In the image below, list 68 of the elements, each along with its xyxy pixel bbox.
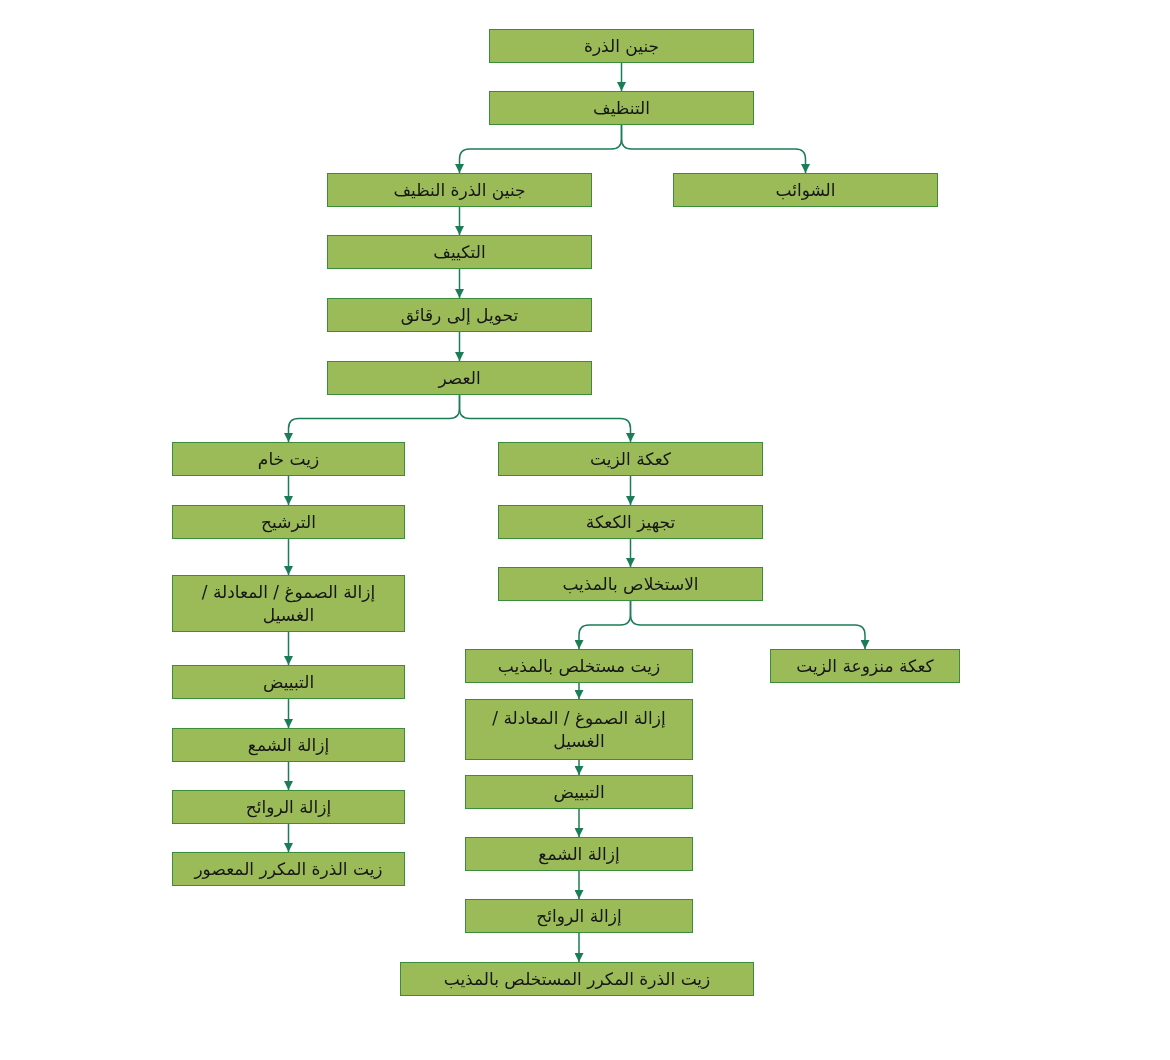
process-box [327, 235, 592, 269]
process-box [465, 699, 693, 760]
step-text: إزالة الصموغ / المعادلة / الغسيل [491, 706, 667, 753]
arrow [284, 538, 293, 576]
process-box [172, 728, 405, 762]
arrow [455, 331, 464, 362]
arrow [284, 823, 293, 853]
arrow [284, 475, 293, 506]
step-text: زيت خام [257, 447, 320, 471]
step-text: تحويل إلى رقائق [400, 303, 519, 327]
step-text: تجهيز الكعكة [585, 510, 676, 534]
process-box [465, 775, 693, 809]
arrow [617, 62, 626, 92]
process-box [465, 837, 693, 871]
step-text: كعكة الزيت [590, 447, 671, 471]
step-text: جنين الذرة النظيف [393, 178, 526, 202]
step-text: زيت الذرة المكرر المعصور [194, 857, 383, 881]
process-box [673, 173, 938, 207]
process-box [172, 790, 405, 824]
process-box [172, 505, 405, 539]
step-text: التبييض [553, 780, 605, 804]
step-text: إزالة الروائح [245, 795, 332, 819]
step-text: التنظيف [593, 96, 650, 120]
arrow [455, 268, 464, 299]
arrow [455, 206, 464, 236]
process-box [172, 575, 405, 632]
arrow [620, 124, 810, 174]
process-box [327, 298, 592, 332]
arrow [574, 932, 584, 963]
process-box [172, 665, 405, 699]
process-box [465, 899, 693, 933]
process-box [465, 649, 693, 683]
step-text: الاستخلاص بالمذيب [562, 572, 699, 596]
process-box [498, 442, 763, 476]
arrow [574, 808, 584, 838]
step-text: كعكة منزوعة الزيت [796, 654, 934, 678]
step-text: إزالة الشمع [247, 733, 330, 757]
step-text: إزالة الشمع [538, 842, 620, 866]
step-text: جنين الذرة [583, 34, 660, 58]
arrow [458, 394, 635, 443]
step-text: الشوائب [775, 178, 836, 202]
step-text: إزالة الصموغ / المعادلة / الغسيل [200, 580, 377, 627]
process-box [498, 567, 763, 601]
process-box [489, 91, 754, 125]
process-box [498, 505, 763, 539]
process-box [400, 962, 754, 996]
process-box [172, 442, 405, 476]
arrow [284, 631, 293, 666]
arrow [284, 761, 293, 791]
step-text: العصر [438, 366, 481, 390]
arrow [574, 759, 584, 776]
process-box [327, 361, 592, 395]
process-box [489, 29, 754, 63]
step-text: التكييف [433, 240, 486, 264]
step-text: إزالة الروائح [536, 904, 622, 928]
step-text: التبييض [262, 670, 315, 694]
arrow [626, 538, 635, 568]
step-text: الترشيح [261, 510, 316, 534]
arrow [629, 600, 870, 650]
process-box [172, 852, 405, 886]
arrow [626, 475, 635, 506]
arrow [284, 698, 293, 729]
process-box [327, 173, 592, 207]
arrow [574, 682, 584, 700]
step-text: زيت الذرة المكرر المستخلص بالمذيب [443, 967, 711, 991]
arrow [574, 870, 584, 900]
step-text: زيت مستخلص بالمذيب [497, 654, 661, 678]
process-box [770, 649, 960, 683]
